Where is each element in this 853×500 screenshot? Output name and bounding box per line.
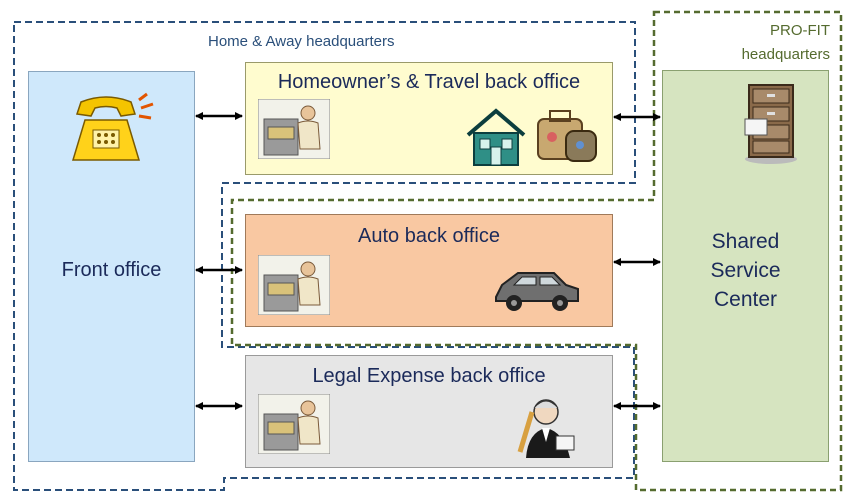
homeowners-travel-label: Homeowner’s & Travel back office — [277, 71, 581, 93]
filing-cabinet-icon — [744, 84, 797, 164]
lawyer-icon — [517, 399, 575, 458]
home-away-hq-label: Home & Away headquarters — [208, 33, 395, 50]
filing-clerk-icon — [258, 394, 330, 454]
shared-service-line1: Shared — [711, 230, 780, 253]
home-away-hq-outline — [13, 21, 636, 491]
shared-service-line2: Service — [710, 259, 781, 282]
filing-clerk-icon — [258, 99, 330, 159]
homeowners-travel-box: Homeowner’s & Travel back office — [245, 62, 613, 175]
front-office-box: Front office — [28, 71, 195, 462]
filing-clerk-icon — [258, 255, 330, 315]
auto-box: Auto back office — [245, 214, 613, 327]
house-icon — [466, 108, 526, 166]
shared-service-line3: Center — [713, 288, 778, 311]
front-office-label: Front office — [61, 259, 162, 281]
legal-expense-box: Legal Expense back office — [245, 355, 613, 468]
car-icon — [495, 272, 579, 311]
luggage-icon — [537, 110, 597, 162]
legal-expense-label: Legal Expense back office — [312, 365, 546, 387]
profit-hq-outline — [230, 10, 843, 492]
shared-service-center-box: Shared Service Center — [662, 70, 829, 462]
profit-hq-label-line1: PRO-FIT — [770, 22, 830, 39]
profit-hq-label-line2: headquarters — [741, 46, 830, 63]
auto-label: Auto back office — [358, 225, 500, 247]
telephone-icon — [71, 92, 154, 161]
